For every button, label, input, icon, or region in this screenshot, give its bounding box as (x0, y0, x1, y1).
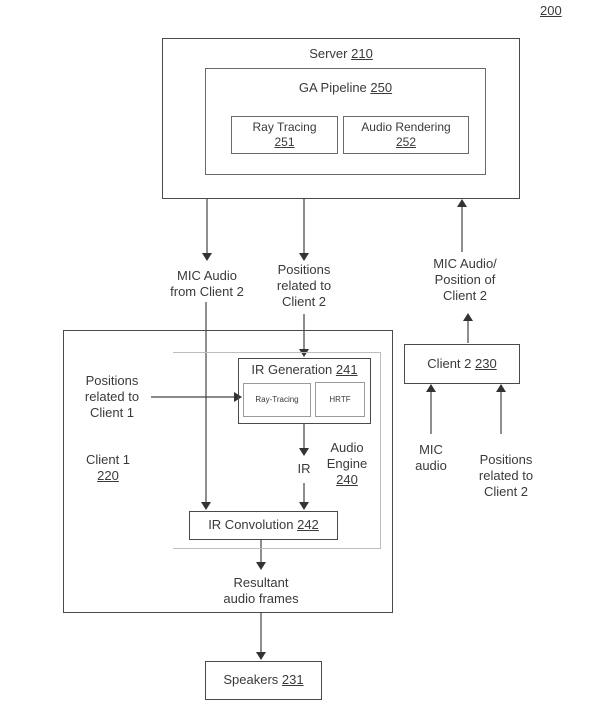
mic-audio-from-client2-label: MIC Audio from Client 2 (157, 268, 257, 300)
mic-audio-input-label: MIC audio (411, 442, 451, 474)
audio-rendering-box (343, 116, 469, 154)
mic-audio-position-client2-label: MIC Audio/ Position of Client 2 (420, 256, 510, 304)
ir-convolution-box (189, 511, 338, 540)
audio-engine-ref: 240 (336, 471, 358, 487)
ga-pipeline-box (205, 68, 486, 175)
ir-hrtf-label: HRTF (329, 395, 351, 404)
ray-tracing-ref: 251 (274, 134, 295, 149)
ga-pipeline-ref: 250 (370, 80, 393, 95)
ga-pipeline-name: GA Pipeline (298, 80, 367, 95)
label-line: related to (276, 277, 332, 293)
speakers-ref: 231 (281, 672, 304, 687)
client2-box (404, 344, 520, 384)
server-label: Server 210 (162, 46, 520, 62)
ir-generation-ref: 241 (335, 362, 358, 377)
label-line: Client 1 (89, 404, 135, 420)
server-name: Server (309, 46, 348, 61)
ray-tracing-name: Ray Tracing (252, 120, 317, 134)
ir-convolution-ref: 242 (297, 517, 319, 532)
audio-engine-line2: Engine (326, 455, 368, 471)
label-line: Client 2 (483, 483, 529, 499)
ir-generation-name: IR Generation (251, 362, 333, 377)
label-line: audio (415, 457, 447, 473)
label-line: from Client 2 (170, 283, 244, 299)
server-ref: 210 (351, 46, 373, 61)
label-line: Positions (277, 262, 331, 277)
label-line: Resultant (233, 575, 289, 590)
label-line: related to (84, 388, 140, 404)
ir-label: IR (297, 461, 311, 476)
ir-hrtf-box (315, 382, 365, 417)
label-line: MIC (419, 442, 443, 457)
client1-box (63, 330, 393, 613)
ga-pipeline-label: GA Pipeline 250 (205, 80, 486, 96)
label-line: Positions (85, 373, 139, 388)
ray-tracing-label: Ray Tracing 251 (231, 120, 338, 149)
speakers-label: Speakers 231 (205, 672, 322, 688)
ir-generation-box (238, 358, 371, 424)
ir-ray-tracing-label: Ray-Tracing (255, 395, 299, 404)
audio-engine-line1: Audio (330, 440, 364, 455)
ir-ray-tracing-box (243, 383, 311, 417)
label-line: audio frames (223, 590, 299, 606)
client2-label: Client 2 230 (404, 356, 520, 372)
audio-rendering-ref: 252 (395, 134, 417, 149)
label-line: Positions (479, 452, 533, 467)
audio-engine-region (173, 352, 381, 549)
client1-name: Client 1 (85, 452, 131, 467)
ir-convolution-label: IR Convolution 242 (189, 517, 338, 533)
positions-client2-input-label: Positions related to Client 2 (466, 452, 546, 500)
client2-ref: 230 (475, 356, 497, 371)
positions-related-to-client2-label: Positions related to Client 2 (264, 262, 344, 310)
audio-rendering-label: Audio Rendering 252 (343, 120, 469, 149)
client2-name: Client 2 (427, 356, 472, 371)
label-line: MIC Audio (177, 268, 237, 283)
speakers-box (205, 661, 322, 700)
client1-label: Client 1 220 (78, 452, 138, 484)
resultant-audio-frames-label: Resultant audio frames (211, 575, 311, 607)
audio-engine-label: Audio Engine 240 (322, 440, 372, 488)
speakers-name: Speakers (223, 672, 279, 687)
label-line: Client 2 (442, 287, 488, 303)
figure-number: 200 (540, 3, 562, 18)
label-line: MIC Audio/ (433, 256, 497, 271)
label-line: Client 2 (281, 293, 327, 309)
ray-tracing-box (231, 116, 338, 154)
label-line: Position of (434, 271, 496, 287)
audio-rendering-name: Audio Rendering (361, 120, 451, 134)
label-line: related to (478, 467, 534, 483)
server-box (162, 38, 520, 199)
positions-related-to-client1-label: Positions related to Client 1 (72, 373, 152, 421)
client1-ref: 220 (97, 467, 119, 483)
ir-convolution-name: IR Convolution (208, 517, 294, 532)
ir-generation-label: IR Generation 241 (238, 362, 371, 378)
